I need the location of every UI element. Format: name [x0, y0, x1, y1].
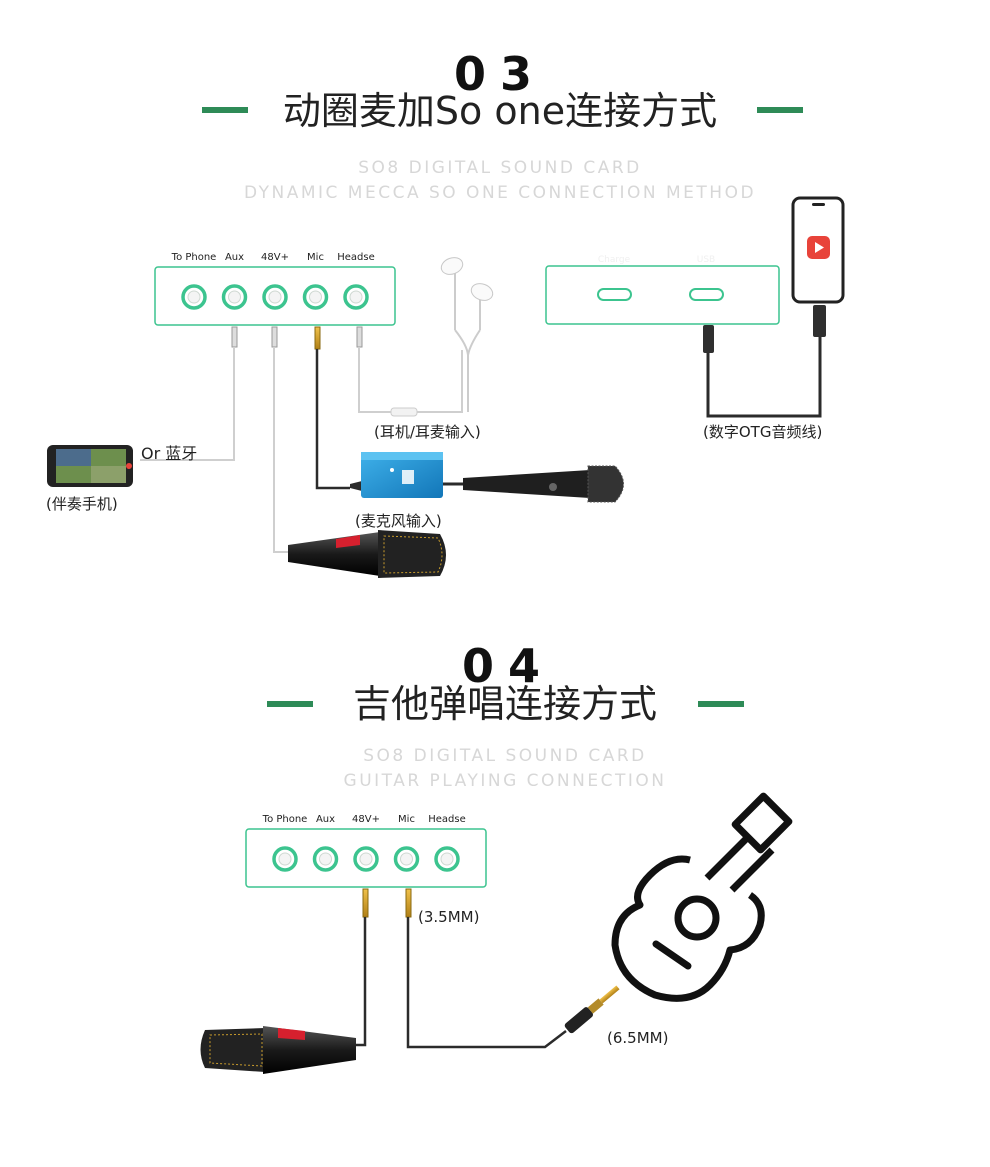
- jack-plugs: [362, 888, 412, 918]
- section-subtitle-2: DYNAMIC MECCA SO ONE CONNECTION METHOD: [244, 183, 756, 203]
- title-dash-left: [267, 701, 313, 707]
- guitar-icon: [611, 792, 793, 1002]
- port-label: Mic: [398, 814, 415, 825]
- large-jack-label: (6.5MM): [607, 1029, 668, 1047]
- sound-card-side: Charge USB: [545, 255, 780, 325]
- phone-label: (伴奏手机): [46, 495, 118, 513]
- port-label: 48V+: [352, 814, 380, 825]
- condenser-mic-icon: [288, 530, 446, 578]
- port-label: Aux: [225, 252, 244, 263]
- section-04: 04 吉他弹唱连接方式 SO8 DIGITAL SOUND CARD GUITA…: [200, 639, 793, 1074]
- section-title: 吉他弹唱连接方式: [353, 682, 657, 726]
- audio-port-hole: [319, 852, 332, 866]
- otg-plug: [703, 325, 714, 353]
- section-subtitle-2: GUITAR PLAYING CONNECTION: [344, 771, 667, 791]
- phone-icon: [791, 196, 845, 304]
- usb-port: [689, 288, 724, 301]
- accompaniment-phone-icon: [47, 445, 133, 487]
- earphones-icon: [390, 257, 494, 417]
- audio-port-hole: [278, 852, 292, 866]
- cables-section-03: [140, 335, 822, 553]
- port-label: To Phone: [171, 252, 217, 263]
- title-dash-right: [698, 701, 744, 707]
- cables-section-04: [355, 917, 567, 1049]
- port-label: Mic: [307, 252, 324, 263]
- audio-port-hole: [349, 290, 363, 304]
- guitar-cable: [406, 917, 567, 1049]
- port-label: To Phone: [262, 814, 308, 825]
- headset-cable: [358, 347, 463, 413]
- charge-port: [597, 288, 632, 301]
- otg-label: (数字OTG音频线): [703, 423, 822, 441]
- section-number: 04: [462, 639, 554, 693]
- microphone-icon: [463, 465, 624, 503]
- audio-port-hole: [359, 852, 373, 866]
- usb-port-label: USB: [697, 255, 715, 265]
- title-dash-right: [757, 107, 803, 113]
- section-subtitle-1: SO8 DIGITAL SOUND CARD: [358, 158, 641, 178]
- phantom-cable: [273, 347, 295, 553]
- condenser-mic-icon: [200, 1026, 356, 1074]
- bluetooth-label: Or 蓝牙: [141, 444, 197, 463]
- section-subtitle-1: SO8 DIGITAL SOUND CARD: [363, 746, 646, 766]
- jack-plugs: [231, 326, 363, 350]
- headset-label: (耳机/耳麦输入): [374, 423, 481, 441]
- section-number: 03: [454, 47, 546, 101]
- sound-card: To Phone Aux 48V+ Mic Headse: [245, 814, 487, 888]
- audio-port-hole: [440, 852, 454, 866]
- section-03: 03 动圈麦加So one连接方式 SO8 DIGITAL SOUND CARD…: [46, 47, 845, 578]
- aux-cable: [140, 347, 235, 461]
- audio-port-hole: [187, 290, 201, 304]
- small-jack-label: (3.5MM): [418, 908, 479, 926]
- audio-port-hole: [309, 290, 322, 304]
- sound-card: To Phone Aux 48V+ Mic Headse: [154, 252, 396, 326]
- mic-label: (麦克风输入): [355, 512, 442, 530]
- large-jack-plug: [564, 985, 620, 1034]
- section-title: 动圈麦加So one连接方式: [283, 89, 717, 133]
- port-label: Aux: [316, 814, 335, 825]
- lightning-plug: [813, 305, 826, 337]
- so-one-interface-icon: [350, 452, 464, 498]
- otg-cable: [706, 335, 822, 418]
- audio-port-hole: [268, 290, 282, 304]
- port-label: 48V+: [261, 252, 289, 263]
- port-label: Headse: [337, 252, 375, 263]
- audio-port-hole: [400, 852, 413, 866]
- mic-cable: [355, 917, 367, 1047]
- title-dash-left: [202, 107, 248, 113]
- charge-port-label: Charge: [598, 255, 631, 265]
- port-label: Headse: [428, 814, 466, 825]
- audio-port-hole: [228, 290, 241, 304]
- mic-cable: [315, 349, 350, 490]
